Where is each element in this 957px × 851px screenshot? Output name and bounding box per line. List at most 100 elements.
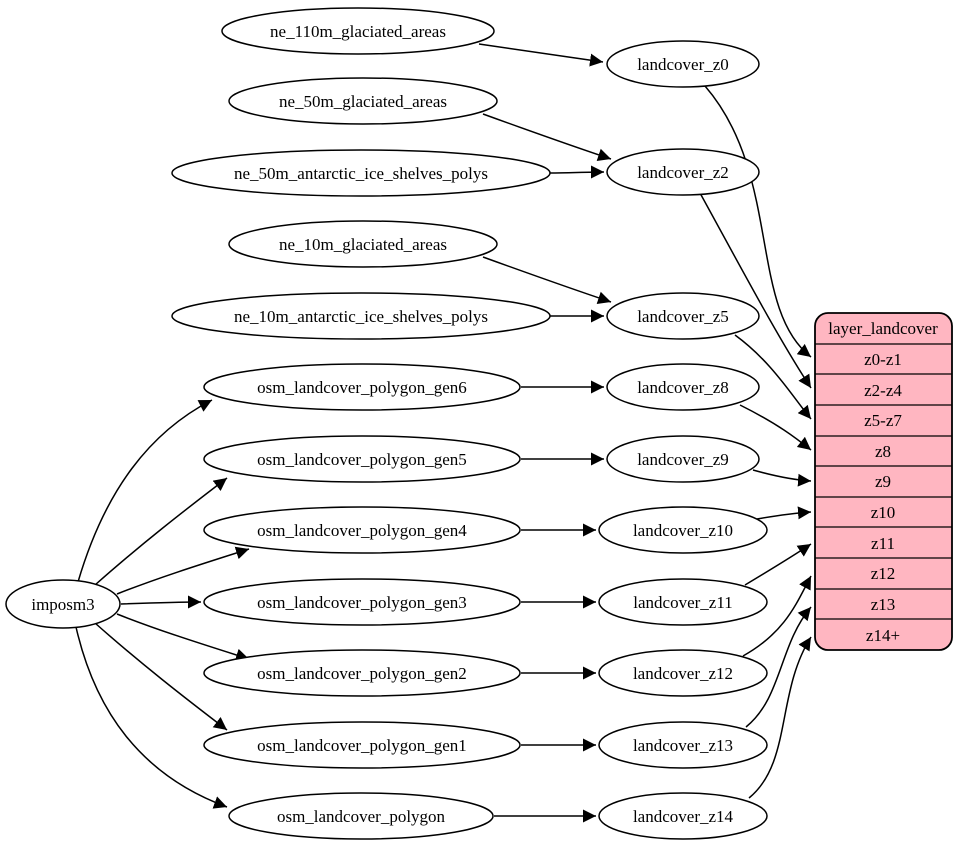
- table-row-z12: z12: [871, 564, 896, 583]
- edge-imposm3-osm_landcover_polygon_gen3: [120, 595, 202, 609]
- edge-landcover_z2-row-z2-z4: [699, 192, 812, 389]
- edge-landcover_z11-row-z11: [744, 543, 812, 586]
- node-label-osm_landcover_polygon_gen1: osm_landcover_polygon_gen1: [257, 736, 467, 755]
- node-landcover_z13: landcover_z13: [598, 721, 768, 769]
- node-landcover_z5: landcover_z5: [606, 292, 760, 340]
- node-osm_landcover_polygon_gen1: osm_landcover_polygon_gen1: [203, 721, 521, 769]
- node-ellipse: [5, 579, 121, 629]
- node-ellipse: [203, 721, 521, 769]
- table-body: [814, 312, 953, 651]
- node-ellipse: [203, 578, 521, 626]
- table-row-z5-z7: z5-z7: [864, 411, 902, 430]
- node-ellipse: [221, 7, 495, 55]
- node-label-ne_50m_glaciated_areas: ne_50m_glaciated_areas: [279, 92, 447, 111]
- node-ellipse: [203, 649, 521, 697]
- node-ellipse: [171, 149, 551, 197]
- node-label-osm_landcover_polygon_gen4: osm_landcover_polygon_gen4: [257, 521, 467, 540]
- node-label-ne_50m_antarctic_ice_shelves_polys: ne_50m_antarctic_ice_shelves_polys: [234, 164, 488, 183]
- node-ellipse: [598, 578, 768, 626]
- node-ellipse: [606, 435, 760, 483]
- node-imposm3: imposm3: [5, 579, 121, 629]
- node-label-landcover_z12: landcover_z12: [633, 664, 733, 683]
- node-label-osm_landcover_polygon_gen6: osm_landcover_polygon_gen6: [257, 378, 467, 397]
- edge-imposm3-osm_landcover_polygon_gen2: [116, 613, 250, 662]
- node-label-landcover_z2: landcover_z2: [637, 163, 729, 182]
- node-label-osm_landcover_polygon_gen3: osm_landcover_polygon_gen3: [257, 593, 467, 612]
- node-ellipse: [598, 792, 768, 840]
- node-label-landcover_z10: landcover_z10: [633, 521, 733, 540]
- node-label-landcover_z9: landcover_z9: [637, 450, 729, 469]
- edge-ne_10m_glaciated_areas-landcover_z5: [482, 256, 612, 305]
- node-label-ne_10m_antarctic_ice_shelves_polys: ne_10m_antarctic_ice_shelves_polys: [234, 307, 488, 326]
- node-label-imposm3: imposm3: [31, 595, 94, 614]
- edge-ne_50m_antarctic_ice_shelves_polys-landcover_z2: [549, 165, 605, 179]
- edge-landcover_z12-row-z12: [742, 575, 812, 657]
- node-label-ne_10m_glaciated_areas: ne_10m_glaciated_areas: [279, 235, 447, 254]
- edge-ne_50m_glaciated_areas-landcover_z2: [482, 113, 612, 162]
- edge-imposm3-osm_landcover_polygon_gen4: [116, 546, 250, 595]
- node-landcover_z0: landcover_z0: [606, 40, 760, 88]
- node-ellipse: [598, 721, 768, 769]
- node-osm_landcover_polygon_gen6: osm_landcover_polygon_gen6: [203, 363, 521, 411]
- edge-imposm3-osm_landcover_polygon: [75, 626, 228, 809]
- node-label-landcover_z14: landcover_z14: [633, 807, 734, 826]
- node-label-landcover_z11: landcover_z11: [633, 593, 732, 612]
- node-ne_10m_antarctic_ice_shelves_polys: ne_10m_antarctic_ice_shelves_polys: [171, 292, 551, 340]
- node-ellipse: [598, 649, 768, 697]
- node-ellipse: [606, 148, 760, 196]
- node-landcover_z8: landcover_z8: [606, 363, 760, 411]
- node-label-osm_landcover_polygon: osm_landcover_polygon: [277, 807, 446, 826]
- node-ellipse: [606, 363, 760, 411]
- node-landcover_z10: landcover_z10: [598, 506, 768, 554]
- node-osm_landcover_polygon_gen3: osm_landcover_polygon_gen3: [203, 578, 521, 626]
- table-title: layer_landcover: [828, 319, 938, 338]
- node-osm_landcover_polygon: osm_landcover_polygon: [228, 792, 494, 840]
- table-row-z13: z13: [871, 595, 896, 614]
- edge-landcover_z0-row-z0-z1: [704, 85, 812, 358]
- node-ellipse: [606, 292, 760, 340]
- node-label-landcover_z13: landcover_z13: [633, 736, 733, 755]
- node-ellipse: [203, 435, 521, 483]
- edge-landcover_z14-row-z14plus: [748, 636, 812, 799]
- node-group: imposm3 ne_110m_glaciated_areas ne_50m_g…: [5, 7, 768, 840]
- node-ellipse: [606, 40, 760, 88]
- edge-landcover_z9-row-z9: [752, 469, 812, 487]
- node-landcover_z11: landcover_z11: [598, 578, 768, 626]
- edge-imposm3-osm_landcover_polygon_gen6: [77, 399, 213, 583]
- node-label-ne_110m_glaciated_areas: ne_110m_glaciated_areas: [270, 22, 446, 41]
- edge-imposm3-osm_landcover_polygon_gen1: [94, 622, 228, 731]
- node-ellipse: [228, 77, 498, 125]
- node-label-landcover_z0: landcover_z0: [637, 55, 729, 74]
- node-ne_10m_glaciated_areas: ne_10m_glaciated_areas: [228, 220, 498, 268]
- table-row-z0-z1: z0-z1: [864, 350, 902, 369]
- edge-ne_110m_glaciated_areas-landcover_z0: [478, 43, 604, 67]
- edge-group: [75, 43, 812, 823]
- node-ellipse: [228, 792, 494, 840]
- table-row-z2-z4: z2-z4: [864, 381, 902, 400]
- node-ne_50m_glaciated_areas: ne_50m_glaciated_areas: [228, 77, 498, 125]
- node-osm_landcover_polygon_gen4: osm_landcover_polygon_gen4: [203, 506, 521, 554]
- table-row-z11: z11: [871, 534, 895, 553]
- node-ellipse: [203, 506, 521, 554]
- node-ellipse: [171, 292, 551, 340]
- node-osm_landcover_polygon_gen5: osm_landcover_polygon_gen5: [203, 435, 521, 483]
- node-label-landcover_z8: landcover_z8: [637, 378, 729, 397]
- table-row-z14plus: z14+: [866, 626, 900, 645]
- edge-landcover_z8-row-z8: [739, 404, 812, 451]
- node-label-landcover_z5: landcover_z5: [637, 307, 729, 326]
- node-label-osm_landcover_polygon_gen2: osm_landcover_polygon_gen2: [257, 664, 467, 683]
- edge-landcover_z13-row-z13: [745, 606, 812, 728]
- node-landcover_z2: landcover_z2: [606, 148, 760, 196]
- node-label-osm_landcover_polygon_gen5: osm_landcover_polygon_gen5: [257, 450, 467, 469]
- node-ne_110m_glaciated_areas: ne_110m_glaciated_areas: [221, 7, 495, 55]
- node-osm_landcover_polygon_gen2: osm_landcover_polygon_gen2: [203, 649, 521, 697]
- edge-landcover_z10-row-z10: [756, 506, 812, 520]
- table-row-z8: z8: [875, 442, 891, 461]
- node-ellipse: [598, 506, 768, 554]
- node-landcover_z9: landcover_z9: [606, 435, 760, 483]
- node-ne_50m_antarctic_ice_shelves_polys: ne_50m_antarctic_ice_shelves_polys: [171, 149, 551, 197]
- table-row-z10: z10: [871, 503, 896, 522]
- edge-imposm3-osm_landcover_polygon_gen5: [94, 477, 228, 586]
